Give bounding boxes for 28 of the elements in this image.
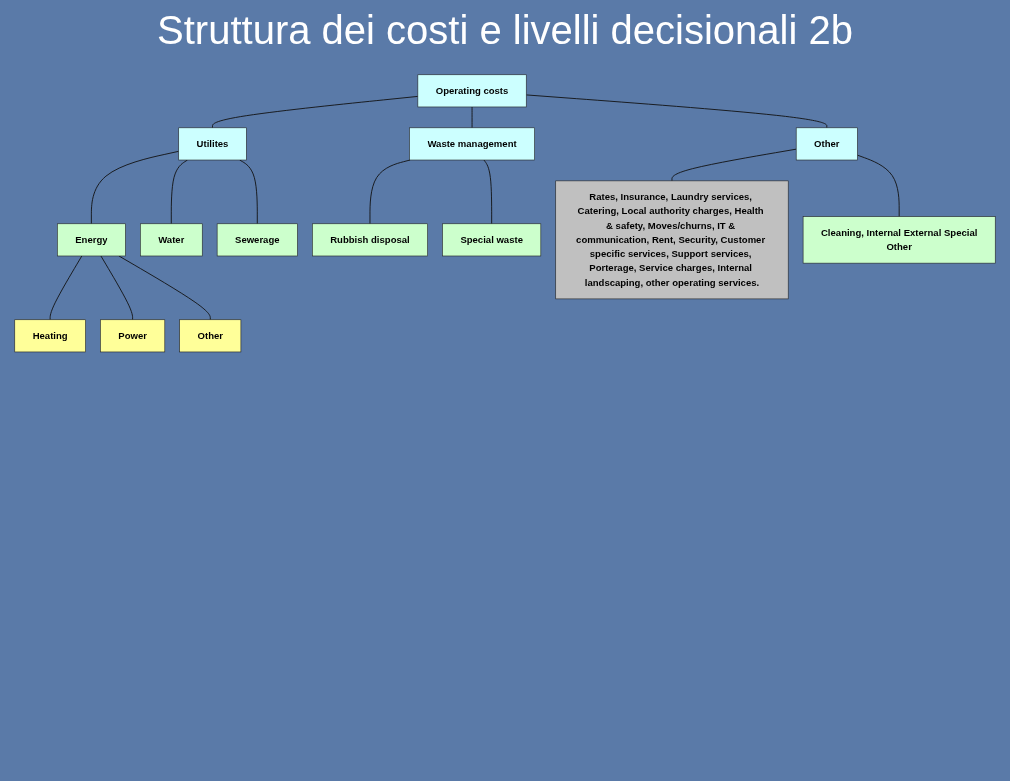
connector bbox=[471, 106, 473, 129]
node-box: Water bbox=[140, 223, 203, 257]
node-box: Other bbox=[795, 127, 858, 161]
connector bbox=[483, 159, 493, 225]
connector bbox=[100, 255, 134, 321]
connector bbox=[90, 150, 180, 225]
connector bbox=[239, 159, 258, 225]
connector bbox=[856, 154, 900, 218]
connector bbox=[49, 255, 83, 321]
node-box: Other bbox=[179, 319, 242, 353]
node-box: Rubbish disposal bbox=[312, 223, 428, 257]
connector bbox=[212, 95, 419, 129]
node-box: Power bbox=[100, 319, 166, 353]
node-box: Waste management bbox=[409, 127, 535, 161]
node-box: Cleaning, Internal External Special Other bbox=[802, 216, 996, 264]
node-box: Special waste bbox=[442, 223, 542, 257]
node-box: Sewerage bbox=[216, 223, 298, 257]
node-box: Heating bbox=[14, 319, 86, 353]
node-box: Energy bbox=[57, 223, 126, 257]
connector bbox=[118, 255, 211, 321]
connector bbox=[170, 159, 188, 225]
node-box: Operating costs bbox=[417, 74, 527, 108]
connector bbox=[671, 148, 797, 182]
node-box: Utilites bbox=[178, 127, 247, 161]
node-box: Rates, Insurance, Laundry services, Catering, Local authority charges, Health & safety, Moves/churns, IT & communication, Rent, Security, Customer specific services, Support services, Porterage, Service charges, Internal landscaping, other operating services. bbox=[555, 180, 789, 300]
connector bbox=[369, 159, 411, 225]
connector bbox=[525, 94, 828, 129]
slide-title: Struttura dei costi e livelli decisionali 2b bbox=[156, 8, 854, 53]
